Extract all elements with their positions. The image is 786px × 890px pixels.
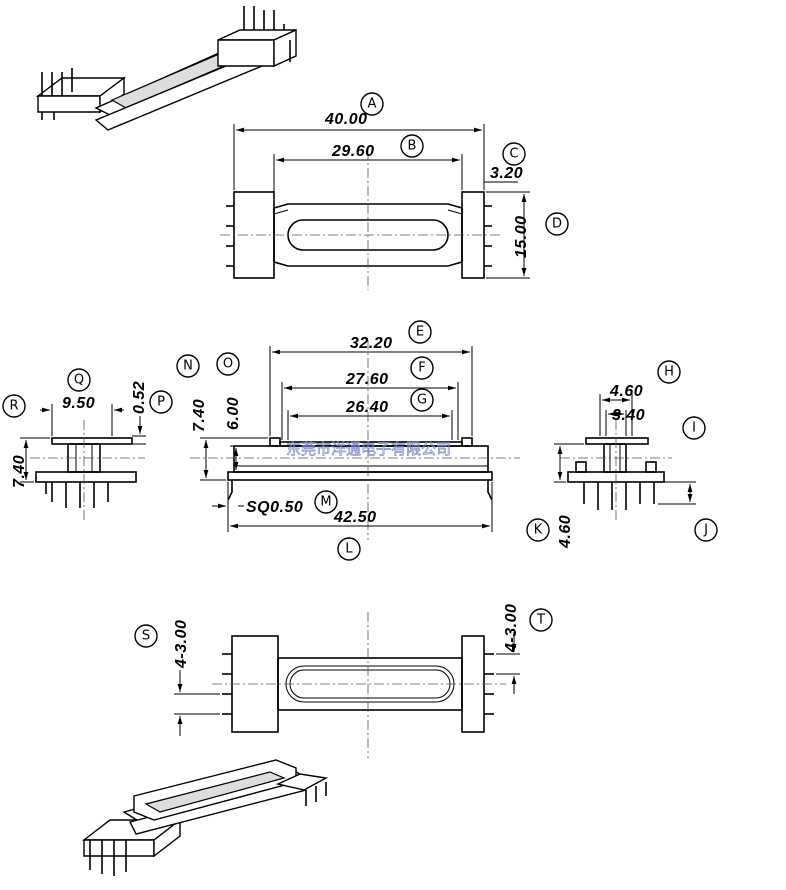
dim-value-l: 42.50 bbox=[333, 509, 377, 526]
callout-i: I bbox=[682, 416, 706, 440]
callout-l-text: L bbox=[345, 542, 353, 557]
dim-value-a: 40.00 bbox=[324, 111, 368, 128]
callout-o-text: O bbox=[223, 357, 233, 372]
dim-value-n: 7.40 bbox=[191, 399, 208, 432]
callout-k: K bbox=[526, 518, 550, 542]
dim-value-i: 3.40 bbox=[612, 407, 645, 424]
left-side-view bbox=[20, 404, 146, 520]
dim-value-t: 4-3.00 bbox=[503, 604, 520, 653]
callout-i-text: I bbox=[692, 421, 696, 436]
company-watermark: 东莞市洋通电子有限公司 bbox=[286, 440, 451, 458]
callout-t-text: T bbox=[536, 613, 545, 628]
isometric-view-bottom bbox=[81, 759, 329, 876]
dim-value-f: 27.60 bbox=[345, 371, 389, 388]
callout-r: R bbox=[2, 394, 26, 418]
callout-f: F bbox=[410, 356, 434, 380]
dim-value-h: 4.60 bbox=[609, 383, 643, 400]
bottom-view bbox=[174, 612, 520, 758]
callout-b: B bbox=[400, 134, 424, 158]
callout-m: M bbox=[314, 490, 338, 514]
callout-a: A bbox=[360, 92, 384, 116]
callout-h-text: H bbox=[664, 365, 674, 380]
callout-e: E bbox=[408, 320, 432, 344]
callout-n-text: N bbox=[183, 359, 193, 374]
dim-value-c: 3.20 bbox=[490, 165, 523, 182]
right-side-view bbox=[554, 394, 696, 520]
dim-value-k: 4.60 bbox=[557, 515, 574, 549]
dim-value-b: 29.60 bbox=[331, 143, 375, 160]
callout-l: L bbox=[337, 537, 361, 561]
callout-g: G bbox=[410, 388, 434, 412]
callout-h: H bbox=[657, 360, 681, 384]
dim-value-r: 7.40 bbox=[11, 455, 28, 488]
callout-q: Q bbox=[67, 368, 91, 392]
dim-value-m: SQ0.50 bbox=[246, 499, 303, 516]
dim-value-q: 9.50 bbox=[62, 395, 95, 412]
callout-f-text: F bbox=[418, 361, 425, 376]
callout-g-text: G bbox=[417, 393, 427, 408]
callout-c-text: C bbox=[509, 147, 518, 162]
callout-p: P bbox=[149, 390, 173, 414]
dim-value-g: 26.40 bbox=[345, 399, 389, 416]
callout-p-text: P bbox=[157, 395, 165, 410]
callout-d: D bbox=[545, 212, 569, 236]
callout-c: C bbox=[502, 142, 526, 166]
dim-value-o: 6.00 bbox=[225, 397, 242, 430]
front-view bbox=[190, 340, 520, 540]
callout-s-text: S bbox=[142, 629, 150, 644]
callout-o: O bbox=[216, 352, 240, 376]
callout-t: T bbox=[529, 608, 553, 632]
dim-value-p: 0.52 bbox=[131, 381, 148, 414]
dim-value-e: 32.20 bbox=[350, 335, 393, 352]
dim-value-s: 4-3.00 bbox=[173, 620, 190, 669]
callout-j: J bbox=[694, 518, 718, 542]
callout-q-text: Q bbox=[74, 373, 84, 388]
callout-j-text: J bbox=[703, 523, 708, 538]
callout-k-text: K bbox=[534, 523, 543, 538]
callout-n: N bbox=[176, 354, 200, 378]
callout-d-text: D bbox=[552, 217, 562, 232]
callout-m-text: M bbox=[320, 495, 331, 510]
callout-s: S bbox=[134, 624, 158, 648]
top-view bbox=[220, 124, 530, 290]
callout-a-text: A bbox=[368, 97, 377, 112]
isometric-view-top bbox=[35, 6, 297, 131]
callout-e-text: E bbox=[416, 325, 424, 340]
callout-b-text: B bbox=[408, 139, 417, 154]
dim-value-d: 15.00 bbox=[513, 215, 530, 258]
callout-r-text: R bbox=[9, 399, 18, 414]
